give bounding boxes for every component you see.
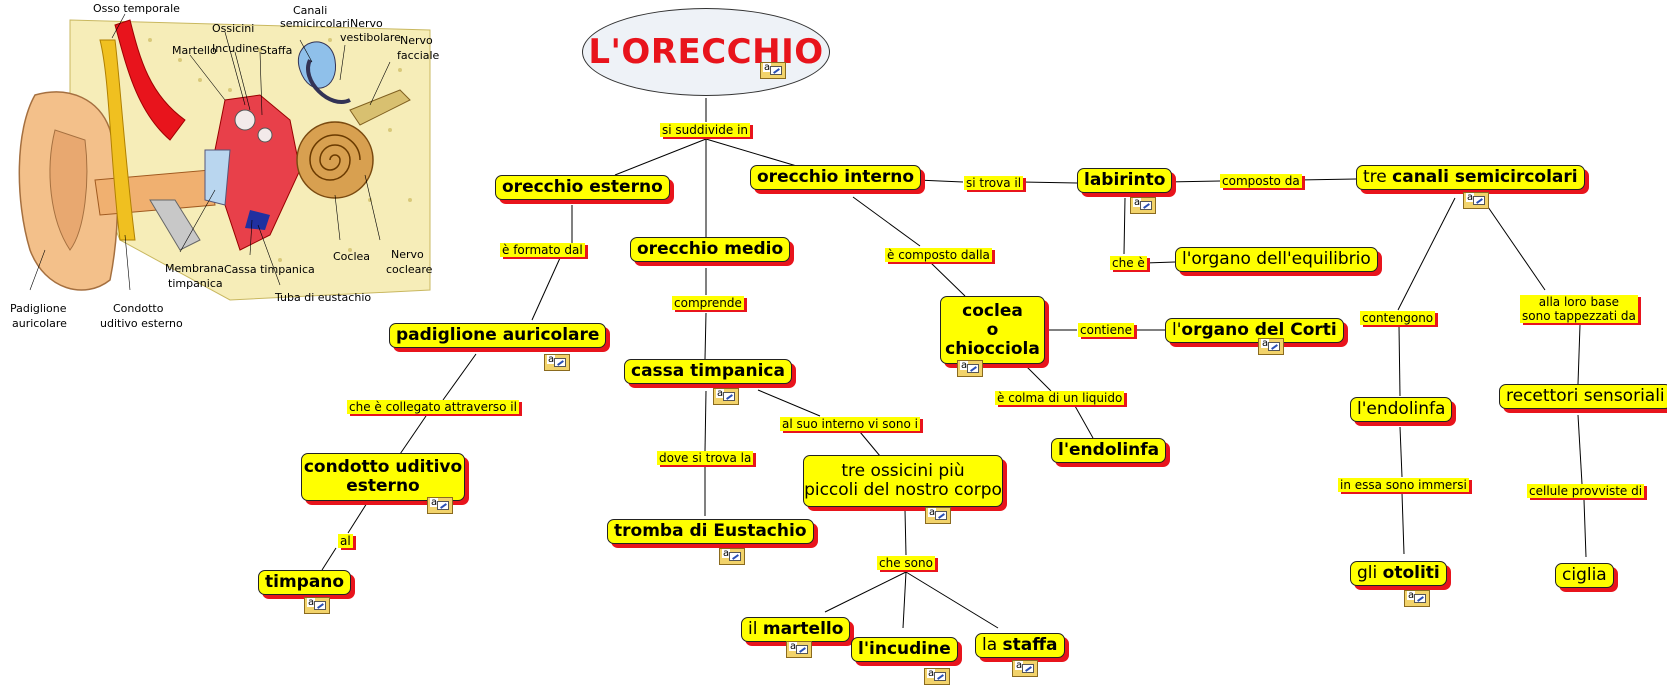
node-ciglia[interactable]: ciglia [1555, 563, 1614, 588]
node-incudine[interactable]: l'incudine [851, 637, 958, 662]
link-label-che-e: che è [1110, 256, 1147, 270]
link-label-comprende: comprende [672, 296, 744, 310]
node-endolinfa-coclea[interactable]: l'endolinfa [1051, 438, 1166, 463]
link-label-collegato: che è collegato attraverso il [347, 400, 519, 414]
link-label-composto-da: composto da [1220, 174, 1302, 188]
node-orecchio-medio[interactable]: orecchio medio [630, 237, 790, 262]
node-endolinfa-canali[interactable]: l'endolinfa [1350, 397, 1452, 422]
link-label-si-suddivide-in: si suddivide in [660, 123, 750, 137]
node-la-staffa[interactable]: la staffa [975, 633, 1065, 658]
link-label-cellule: cellule provviste di [1527, 484, 1644, 498]
notes-icon[interactable]: a [427, 497, 453, 514]
node-organo-equilibrio[interactable]: l'organo dell'equilibrio [1175, 247, 1378, 272]
node-orecchio-interno[interactable]: orecchio interno [750, 165, 921, 190]
node-orecchio-esterno[interactable]: orecchio esterno [495, 175, 670, 200]
notes-icon[interactable]: a [1463, 192, 1489, 209]
node-padiglione-auricolare[interactable]: padiglione auricolare [389, 323, 606, 348]
node-cassa-timpanica[interactable]: cassa timpanica [624, 359, 792, 384]
node-tre-canali-semicircolari[interactable]: tre canali semicircolari [1356, 165, 1585, 190]
page-title: L'ORECCHIO [588, 32, 823, 72]
notes-icon[interactable]: a [1130, 197, 1156, 214]
link-label-si-trova-il: si trova il [964, 176, 1023, 190]
link-label-colma: è colma di un liquido [995, 391, 1124, 405]
notes-icon[interactable]: a [1258, 338, 1284, 355]
notes-icon[interactable]: a [957, 360, 983, 377]
link-label-immersi: in essa sono immersi [1338, 478, 1469, 492]
node-labirinto[interactable]: labirinto [1077, 168, 1172, 193]
node-organo-del-corti[interactable]: l'organo del Corti [1165, 318, 1344, 343]
notes-icon[interactable]: a [925, 507, 951, 524]
node-otoliti[interactable]: gli otoliti [1350, 561, 1447, 586]
link-label-contengono: contengono [1360, 311, 1435, 325]
node-tromba-di-eustachio[interactable]: tromba di Eustachio [607, 519, 814, 544]
notes-icon[interactable]: a [719, 548, 745, 565]
link-label-formato-dal: è formato dal [500, 243, 585, 257]
node-timpano[interactable]: timpano [258, 570, 351, 595]
notes-icon[interactable]: a [544, 354, 570, 371]
notes-icon[interactable]: a [304, 597, 330, 614]
notes-icon[interactable]: a [924, 668, 950, 685]
notes-icon[interactable]: a [786, 641, 812, 658]
notes-icon[interactable]: a [1012, 660, 1038, 677]
notes-icon[interactable]: a [760, 62, 786, 79]
notes-icon[interactable]: a [1404, 590, 1430, 607]
notes-icon[interactable]: a [713, 388, 739, 405]
link-label-composto-dalla: è composto dalla [885, 248, 992, 262]
root-title-node[interactable]: L'ORECCHIO [582, 8, 830, 96]
node-recettori-sensoriali[interactable]: recettori sensoriali [1499, 384, 1667, 409]
link-label-dove-si-trova: dove si trova la [657, 451, 753, 465]
link-label-al-suo-interno: al suo interno vi sono i [780, 417, 920, 431]
node-il-martello[interactable]: il martello [741, 617, 850, 642]
link-label-al: al [338, 534, 353, 548]
link-label-contiene: contiene [1078, 323, 1134, 337]
link-label-che-sono: che sono [877, 556, 935, 570]
